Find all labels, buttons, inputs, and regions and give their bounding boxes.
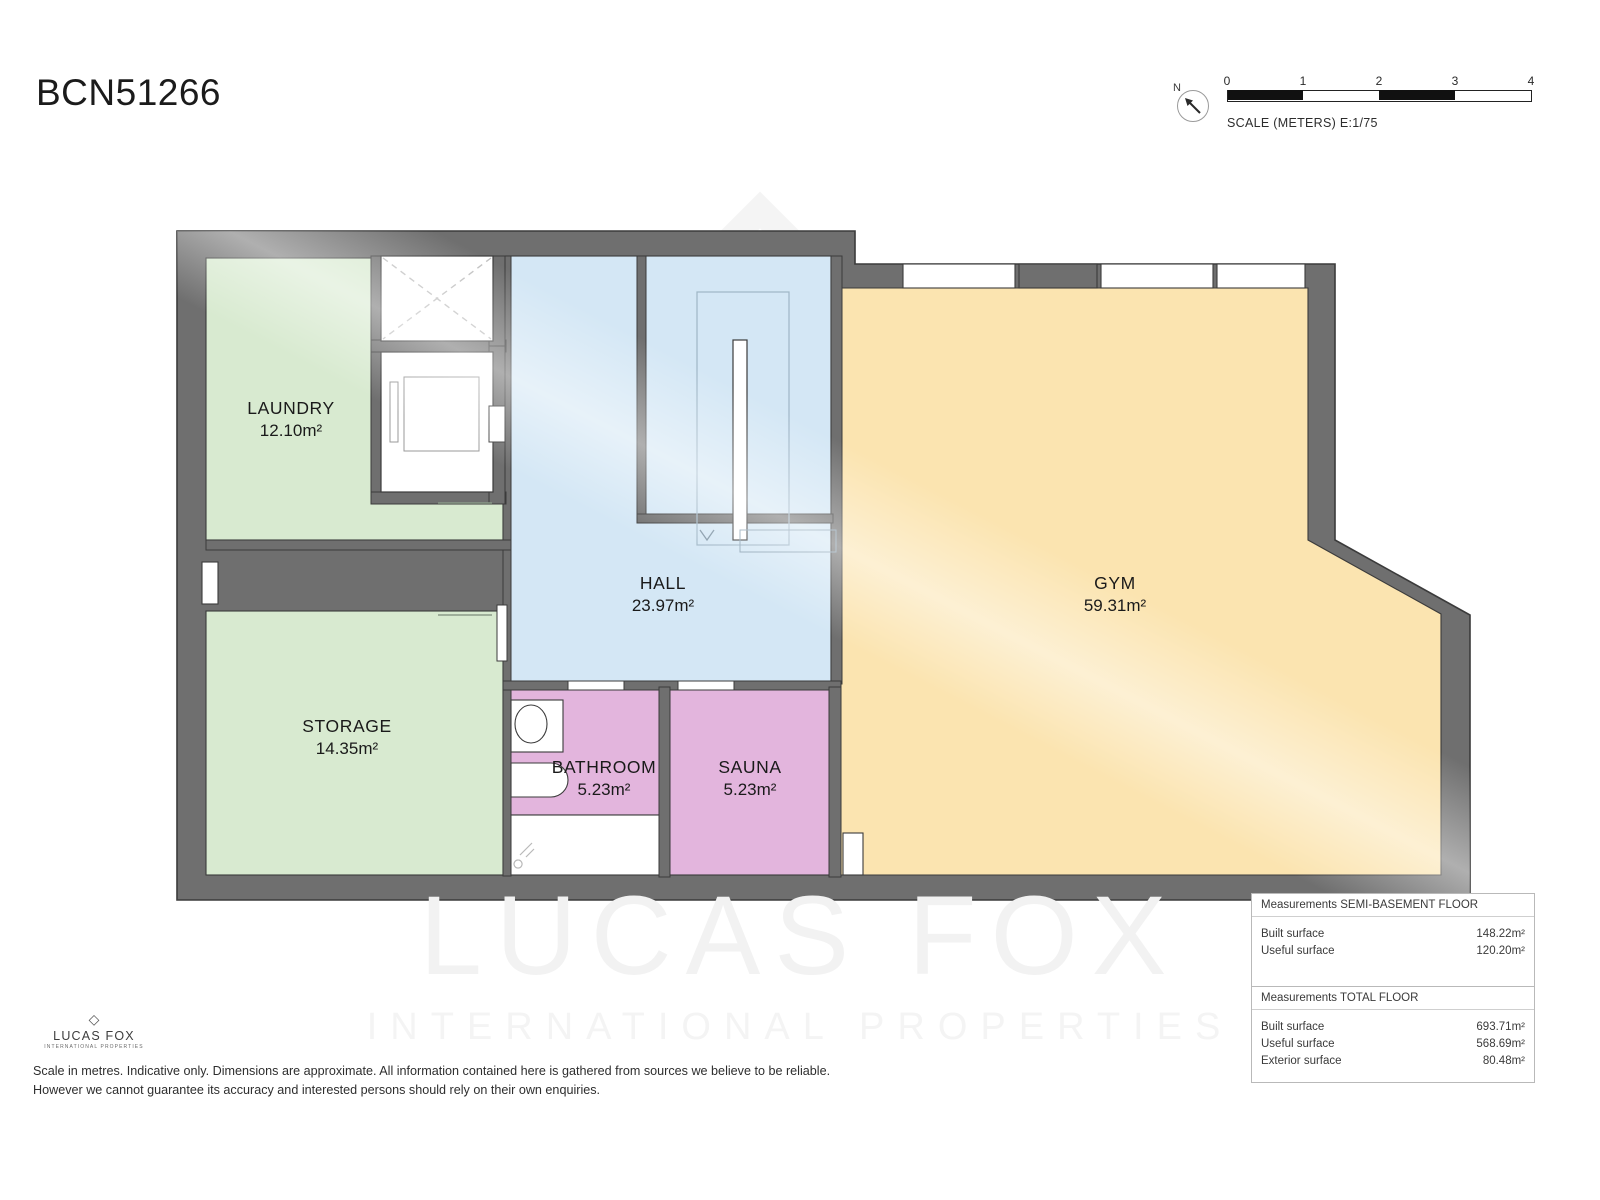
page-title: BCN51266 — [36, 72, 222, 113]
scale-block: N 0 1 2 3 4 SCALE (METERS) E:1/75 — [1165, 74, 1547, 138]
measurement-value: 693.71m² — [1476, 1021, 1525, 1033]
room-fill-storage — [205, 610, 504, 876]
room-fill-gym — [839, 287, 1442, 876]
measurement-row: Built surface 148.22m² — [1261, 926, 1525, 943]
elevator-car — [380, 351, 494, 493]
measurement-value: 148.22m² — [1476, 928, 1525, 940]
shaft-with-cross — [380, 255, 494, 342]
measurement-row: Useful surface 120.20m² — [1261, 943, 1525, 960]
measurement-label: Built surface — [1261, 928, 1325, 940]
door-sauna — [677, 680, 735, 691]
footer-logo-name: LUCAS FOX — [53, 1029, 135, 1043]
watermark-main: LUCAS FOX — [419, 873, 1181, 998]
sink-icon — [510, 762, 569, 798]
footer-logo: ◇ LUCAS FOX INTERNATIONAL PROPERTIES — [34, 1012, 154, 1050]
door-laundry — [488, 405, 506, 443]
compass-north-label: N — [1173, 82, 1181, 94]
measurement-label: Exterior surface — [1261, 1055, 1342, 1067]
measurements-body-semi-basement: Built surface 148.22m² Useful surface 12… — [1252, 917, 1534, 986]
measurements-heading-total-floor: Measurements TOTAL FLOOR — [1252, 987, 1534, 1010]
scale-segment-2-3 — [1379, 90, 1455, 100]
scale-tick-4: 4 — [1527, 74, 1535, 88]
scale-tick-3: 3 — [1451, 74, 1459, 88]
window-storage-left — [201, 561, 219, 605]
crest-icon: ◇ — [88, 1011, 100, 1027]
door-gym — [842, 832, 864, 876]
room-fill-hall — [505, 255, 832, 684]
door-storage — [496, 604, 508, 662]
spacer — [1261, 960, 1525, 974]
measurement-label: Useful surface — [1261, 1038, 1335, 1050]
scale-tick-2: 2 — [1375, 74, 1383, 88]
scale-bar — [1227, 90, 1532, 102]
measurement-value: 80.48m² — [1482, 1055, 1525, 1067]
measurement-value: 568.69m² — [1476, 1038, 1525, 1050]
gym-windows — [902, 263, 1306, 289]
measurement-value: 120.20m² — [1476, 945, 1525, 957]
compass-needle-icon — [1185, 98, 1201, 114]
measurements-heading-semi-basement: Measurements SEMI-BASEMENT FLOOR — [1252, 894, 1534, 917]
toilet-icon — [514, 704, 548, 744]
watermark-text: LUCAS FOX INTERNATIONAL PROPERTIES — [0, 880, 1600, 1048]
scale-tick-0: 0 — [1223, 74, 1231, 88]
scale-caption: SCALE (METERS) E:1/75 — [1227, 116, 1378, 130]
measurements-body-total-floor: Built surface 693.71m² Useful surface 56… — [1252, 1010, 1534, 1082]
measurements-table: Measurements SEMI-BASEMENT FLOOR Built s… — [1251, 893, 1535, 1083]
disclaimer-line-2: However we cannot guarantee its accuracy… — [33, 1083, 601, 1097]
table-divider — [1252, 986, 1534, 987]
scale-segment-0-1 — [1228, 90, 1303, 100]
measurement-row: Built surface 693.71m² — [1261, 1019, 1525, 1036]
door-bathroom — [567, 680, 625, 691]
room-fill-sauna — [667, 686, 832, 876]
measurement-row: Exterior surface 80.48m² — [1261, 1053, 1525, 1070]
compass-icon: N — [1173, 82, 1211, 124]
measurement-row: Useful surface 568.69m² — [1261, 1036, 1525, 1053]
compass-ring — [1177, 90, 1209, 122]
scale-tick-labels: 0 1 2 3 4 — [1223, 74, 1547, 88]
measurement-label: Useful surface — [1261, 945, 1335, 957]
scale-tick-1: 1 — [1299, 74, 1307, 88]
measurement-label: Built surface — [1261, 1021, 1325, 1033]
footer-logo-sub: INTERNATIONAL PROPERTIES — [44, 1044, 144, 1050]
disclaimer-line-1: Scale in metres. Indicative only. Dimens… — [33, 1064, 831, 1078]
disclaimer-text: Scale in metres. Indicative only. Dimens… — [33, 1062, 1033, 1100]
watermark-sub: INTERNATIONAL PROPERTIES — [366, 1006, 1234, 1048]
